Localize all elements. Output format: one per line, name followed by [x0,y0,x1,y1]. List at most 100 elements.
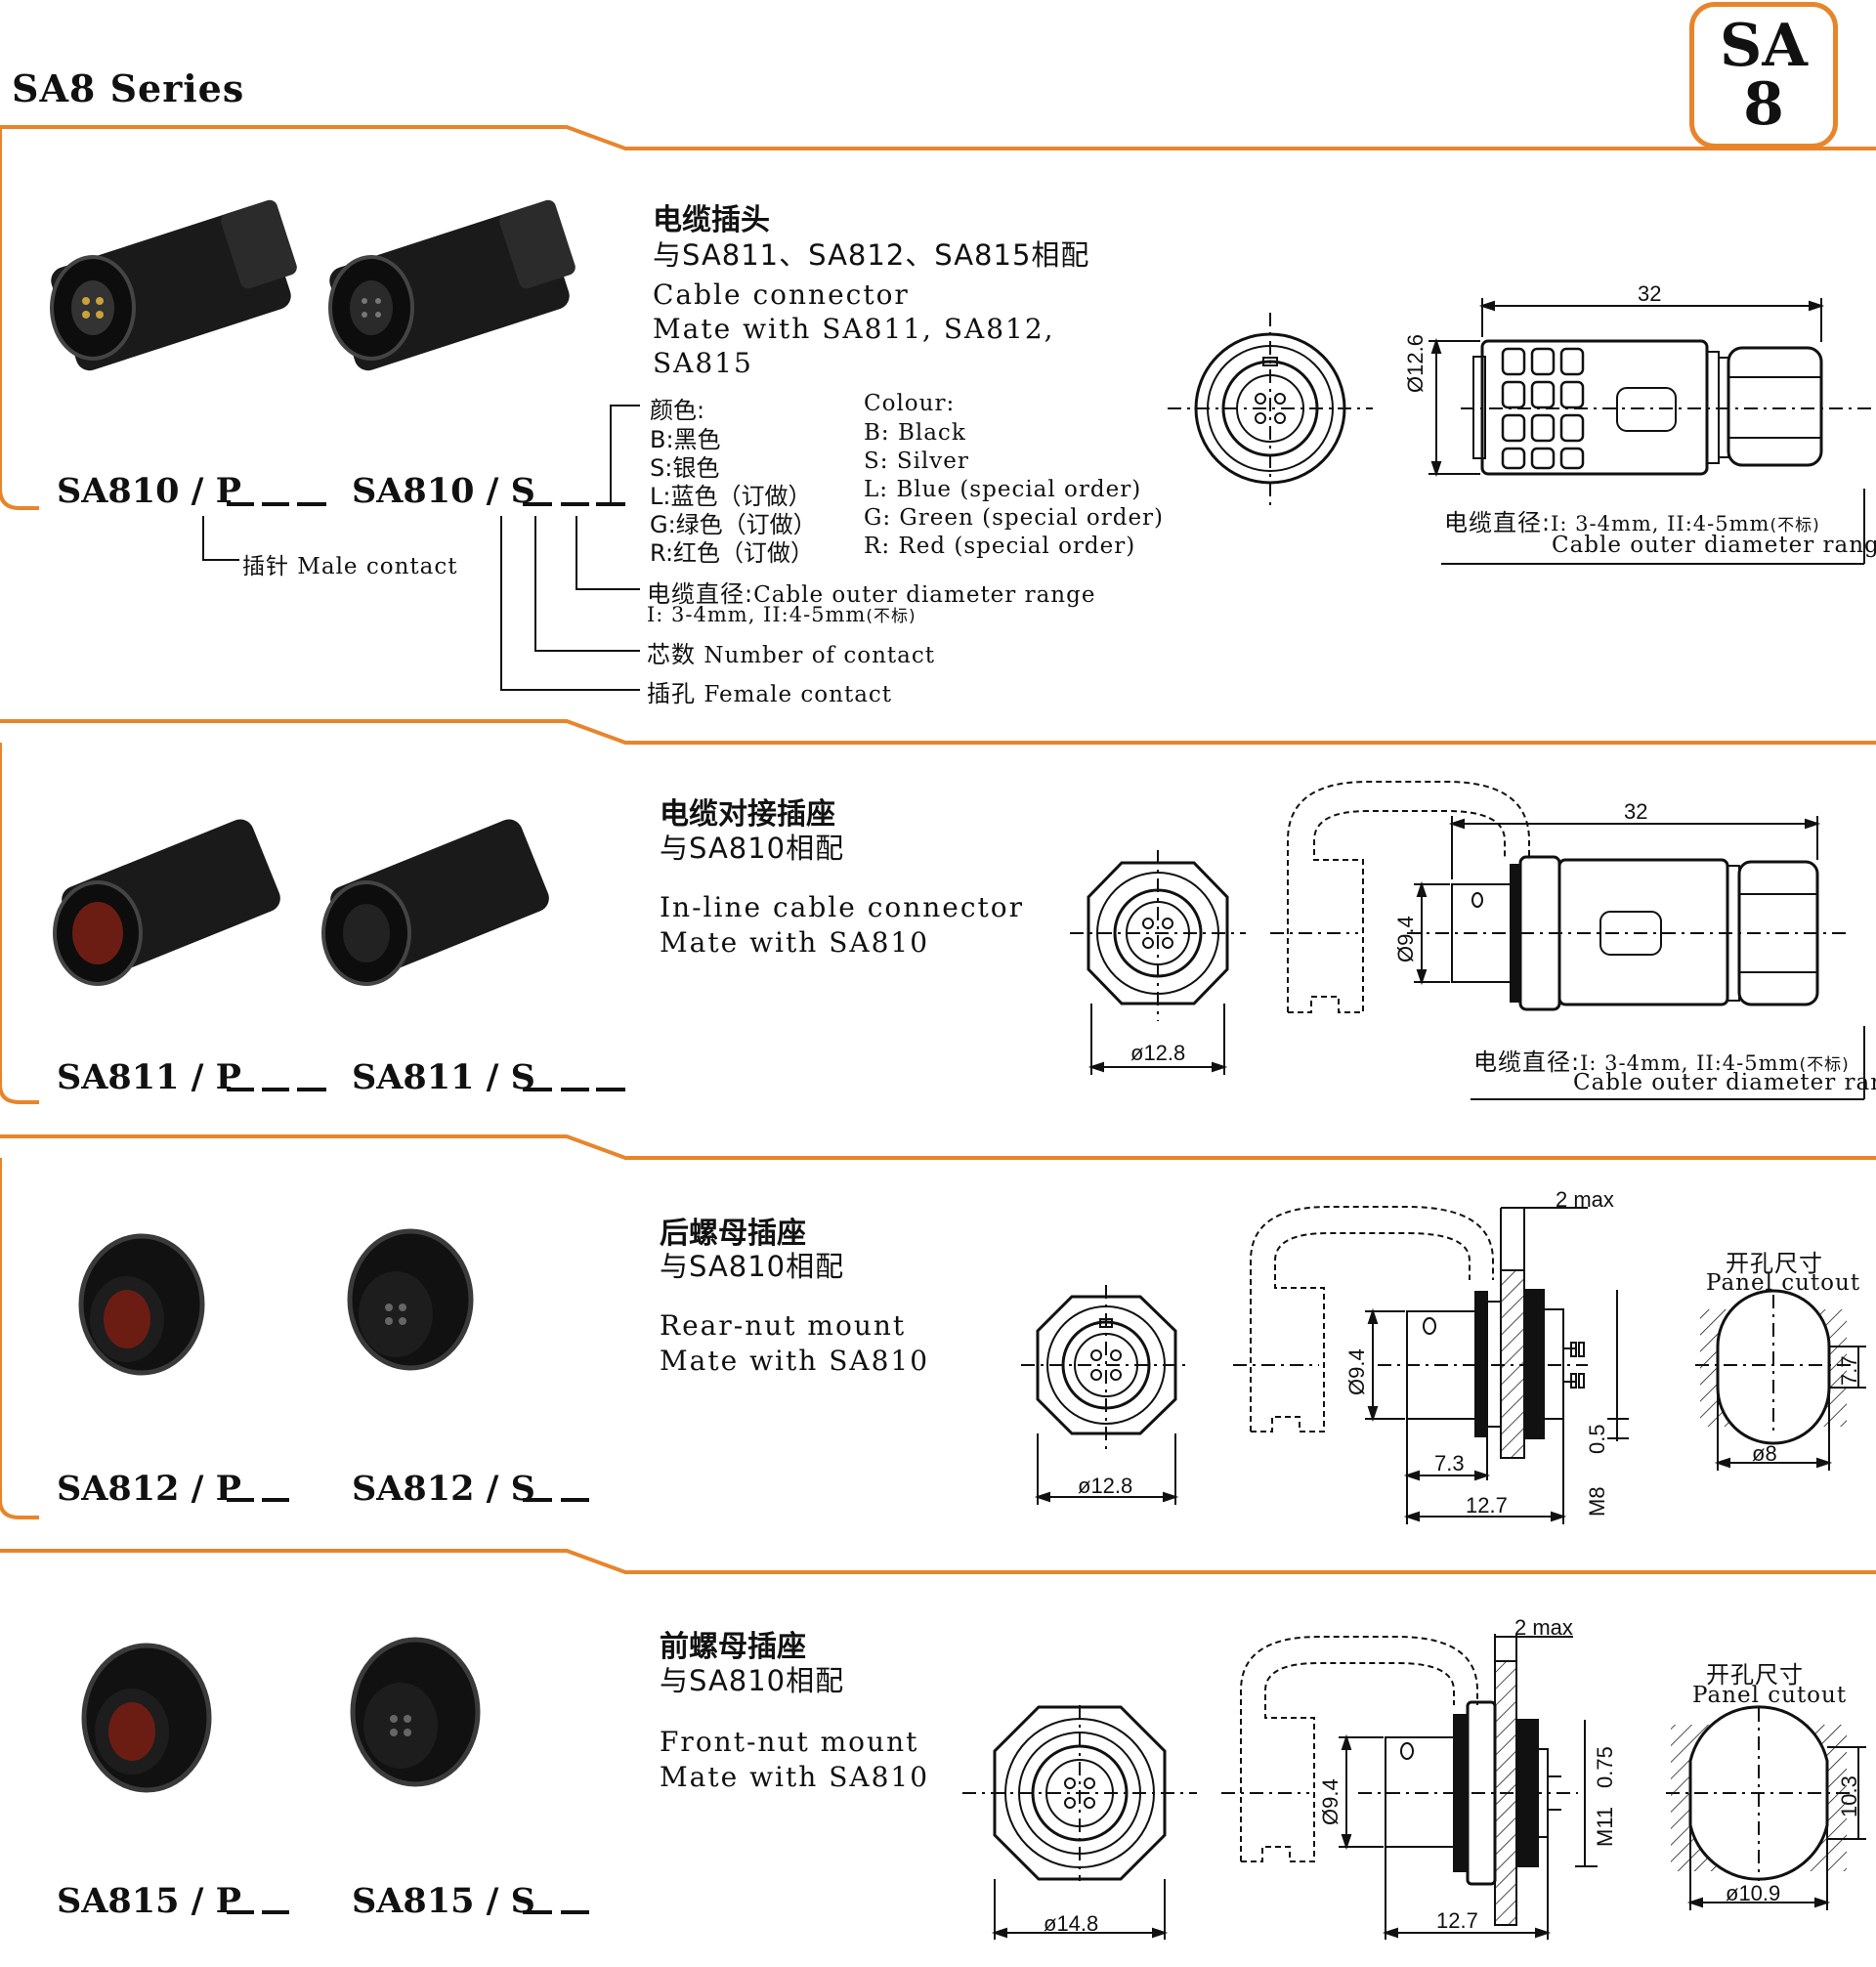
sa815-front-view [962,1705,1197,1940]
model-sa812-p: SA812 / P [57,1469,241,1509]
sa811-title-en: In-line cable connector [660,891,1025,923]
badge-line-1: SA [1720,12,1808,80]
colour-cn-item: G:绿色（订做） [650,511,817,538]
model-sa812-s: SA812 / S [352,1469,535,1509]
sa810-side-view [1428,298,1876,565]
photo-sa812-female [347,1228,474,1371]
female-contact-en: Female contact [704,682,893,707]
sa815-cutout-en: Panel cutout [1692,1683,1848,1708]
sa815-cutout-cn: 开孔尺寸 [1706,1661,1804,1689]
colour-cn-heading: 颜色: [650,397,705,424]
model-sa810-s: SA810 / S [352,471,535,511]
colour-en-item: L: Blue (special order) [864,477,1142,502]
diameter-note: 电缆直径:Cable outer diameter range [647,575,1095,609]
sa810-diameter-range-tag: (不标) [1769,516,1820,535]
dim-sa812-cutout-flat: 7.7 [1837,1355,1861,1386]
model-sa811-s: SA811 / S [352,1057,535,1097]
dim-sa815-diameter: Ø9.4 [1318,1778,1343,1825]
diameter-note-cn: 电缆直径: [647,580,754,608]
dim-sa815-075: 0.75 [1593,1746,1617,1788]
sa815-side-view [1221,1634,1598,1940]
photo-sa811-male [53,819,280,986]
dim-sa815-thread: M11 [1593,1806,1617,1847]
sa810-front-view [1168,313,1373,510]
diameter-values-text: I: 3-4mm, II:4-5mm [647,603,867,626]
dim-sa812-thread: M8 [1585,1486,1609,1517]
dim-sa812-05: 0.5 [1585,1424,1609,1454]
model-sa811-p: SA811 / P [57,1057,241,1097]
sa811-front-view [1070,850,1246,1075]
contacts-note-en: Number of contact [704,643,935,668]
sa811-title-cn: 电缆对接插座 [660,797,835,832]
colour-en-heading: Colour: [864,391,956,416]
sa811-mate-en: Mate with SA810 [660,926,930,959]
sa812-title-en: Rear-nut mount [660,1309,907,1342]
colour-en-item: R: Red (special order) [864,534,1136,559]
photo-sa812-male [78,1233,205,1376]
sa810-mate-en-2: SA815 [653,347,753,379]
sa810-diameter-range-en: Cable outer diameter range [1552,533,1876,558]
sa811-diameter-range-values: I: 3-4mm, II:4-5mm [1580,1051,1800,1075]
diameter-values: I: 3-4mm, II:4-5mm(不标) [647,602,917,626]
dim-sa811-diameter: Ø9.4 [1393,916,1418,962]
dim-sa812-front: ø12.8 [1078,1474,1133,1498]
sa811-diameter-range-tag: (不标) [1799,1055,1850,1075]
sa811-diameter-range: 电缆直径:I: 3-4mm, II:4-5mm(不标) [1473,1043,1850,1077]
dim-sa812-cutout-dia: ø8 [1752,1441,1777,1466]
dim-sa812-diameter: Ø9.4 [1344,1348,1369,1395]
dim-sa812-127: 12.7 [1466,1493,1508,1518]
dim-sa815-max: 2 max [1514,1615,1573,1640]
model-sa810-p: SA810 / P [57,471,241,511]
colour-cn-item: S:银色 [650,454,720,482]
sa811-diameter-range-en: Cable outer diameter range [1573,1070,1876,1095]
dim-sa811-length: 32 [1624,799,1648,824]
photo-sa815-female [350,1637,481,1787]
sa812-front-view [1021,1285,1190,1505]
dim-sa811-front: ø12.8 [1130,1041,1186,1065]
sa815-mate-cn: 与SA810相配 [660,1664,845,1697]
series-badge: SA 8 [1689,2,1838,149]
contacts-note-cn: 芯数 [647,641,696,668]
sa810-mate-cn: 与SA811、SA812、SA815相配 [653,238,1090,272]
model-sa815-s: SA815 / S [352,1881,535,1921]
colour-en-item: G: Green (special order) [864,505,1165,531]
colour-cn-item: B:黑色 [650,426,721,453]
sa812-mate-en: Mate with SA810 [660,1345,930,1377]
sa812-cutout-cn: 开孔尺寸 [1726,1250,1823,1277]
sa815-panel-cutout [1666,1705,1866,1910]
dim-sa815-127: 12.7 [1436,1908,1478,1933]
female-contact-note: 插孔 Female contact [647,674,892,708]
dim-sa812-73: 7.3 [1434,1451,1465,1475]
section-dividers [0,125,1876,1574]
series-title: SA8 Series [12,66,245,110]
diameter-note-en: Cable outer diameter range [753,582,1096,608]
sa812-title-cn: 后螺母插座 [660,1217,806,1251]
dim-sa810-length: 32 [1638,281,1662,306]
badge-line-2: 8 [1743,70,1784,139]
colour-en-item: S: Silver [864,449,969,474]
sa810-title-cn: 电缆插头 [653,203,770,237]
sa810-diameter-range-values: I: 3-4mm, II:4-5mm [1551,512,1770,535]
dim-sa815-front: ø14.8 [1044,1911,1099,1936]
sa815-title-cn: 前螺母插座 [660,1630,806,1664]
male-contact-note: 插针 Male contact [242,554,458,579]
colour-cn-item: L:蓝色（订做） [650,483,812,510]
sa810-diameter-range-cn: 电缆直径: [1444,509,1552,536]
colour-en-item: B: Black [864,420,966,446]
sa815-mate-en: Mate with SA810 [660,1761,930,1793]
photo-sa810-female [328,199,576,371]
dim-sa810-diameter: Ø12.6 [1403,334,1428,393]
sa812-mate-cn: 与SA810相配 [660,1250,845,1283]
sa811-diameter-range-cn: 电缆直径: [1473,1048,1581,1076]
dim-sa815-cutout-flat: 10.3 [1837,1775,1861,1817]
sa812-panel-cutout [1695,1289,1866,1471]
sa810-mate-en-1: Mate with SA811, SA812, [653,313,1055,345]
sa811-mate-cn: 与SA810相配 [660,832,845,865]
photo-sa815-male [81,1643,212,1793]
contacts-note: 芯数 Number of contact [647,635,935,669]
sa811-side-view [1270,781,1865,1100]
female-contact-cn: 插孔 [647,680,696,707]
diameter-values-tag: (不标) [866,607,917,626]
